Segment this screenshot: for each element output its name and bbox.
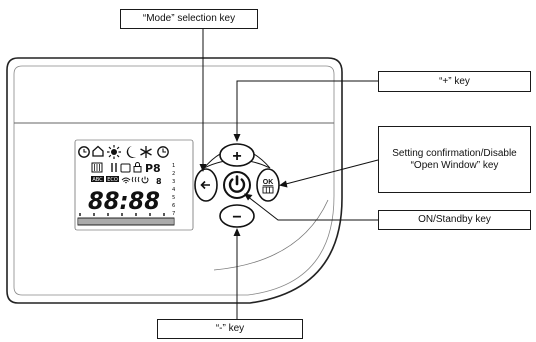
day-number: 5 [172,195,175,201]
plus-key-callout: “+” key [378,71,531,92]
window-icon [262,186,274,194]
on-standby-key-callout: ON/Standby key [378,210,531,230]
day-number: 6 [172,203,175,209]
day-number: 7 [172,211,175,217]
day-number: 4 [172,187,176,193]
clock-program-icon [78,146,90,158]
timer-icon [157,146,169,158]
timeline-bar [77,213,175,226]
plus-symbol: + [232,148,241,165]
window-open-icon [111,163,117,172]
day-number: 2 [172,171,175,177]
wifi-icon [121,177,131,184]
minus-key-callout: “-” key [157,319,303,339]
key-cluster: + − OK [194,143,280,228]
day-number: 1 [172,163,175,169]
arrowheads [199,134,288,236]
ok-key[interactable]: OK [256,168,280,202]
plus-key[interactable]: + [219,143,255,167]
main-digits: 88:88 [88,187,160,215]
base-curve-line [213,199,329,271]
screen-lock-icon [120,163,131,173]
power-key[interactable] [223,171,251,199]
mode-key-callout: “Mode” selection key [120,9,258,29]
minus-symbol: − [232,209,241,226]
lcd-display: P8 ABC ECO 8 88:88 1 2 3 4 5 6 7 [74,139,194,231]
day-number-column: 1 2 3 4 5 6 7 [172,163,176,217]
radiator-icon [91,162,103,173]
eco-badge: ECO [107,177,118,183]
mode-arrow-icon [200,180,210,190]
leader-lines [202,29,379,319]
padlock-icon [133,162,142,173]
moon-night-icon [126,146,136,158]
day-number: 3 [172,179,175,185]
auto-badge: ABC [92,177,103,183]
mode-key[interactable] [194,168,218,202]
power-indicator-icon [141,176,149,184]
confirm-key-callout: Setting confirmation/Disable “Open Windo… [378,126,531,193]
minus-key[interactable]: − [219,204,255,228]
home-icon [92,145,104,157]
ok-label: OK [263,179,274,186]
program-label: P8 [145,162,161,175]
small-digit: 8 [156,177,162,186]
heating-icon [131,176,140,183]
power-icon [228,175,246,193]
frost-protection-icon [140,146,152,158]
sun-comfort-icon [107,145,121,159]
